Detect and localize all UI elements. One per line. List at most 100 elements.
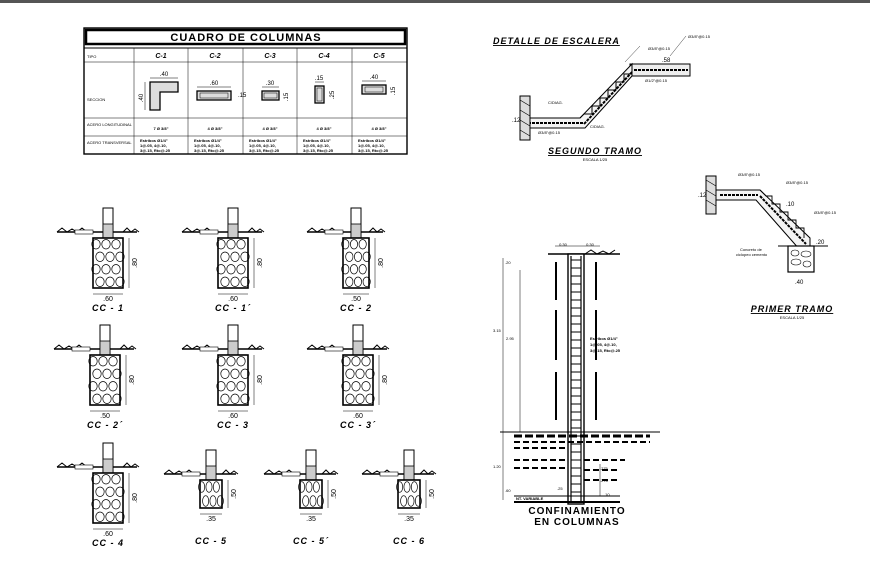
footing-label: CC - 6 bbox=[393, 536, 425, 546]
footing-depth: .80 bbox=[382, 375, 389, 385]
first-flight-title: PRIMER TRAMO bbox=[751, 304, 834, 314]
footing-depth: .80 bbox=[257, 375, 264, 385]
dim: .40 bbox=[139, 93, 145, 102]
footing-width: .35 bbox=[306, 516, 316, 523]
footing-depth: .80 bbox=[378, 258, 385, 268]
footing-label: CC - 5 bbox=[195, 536, 227, 546]
footing-width: .60 bbox=[103, 531, 113, 538]
footing-detail: .50 .80 CC - 2´ bbox=[53, 324, 137, 430]
footing-label: CC - 2 bbox=[340, 303, 372, 313]
dim: 3.15 bbox=[493, 328, 502, 333]
dim: .58 bbox=[662, 58, 671, 64]
trans-steel: Estribos Ø1/4" bbox=[249, 138, 277, 143]
col-header: C-5 bbox=[373, 53, 384, 60]
first-flight-scale: ESCALA 1/25 bbox=[780, 315, 805, 320]
row-label-trans-steel: ACERO TRANSVERSAL bbox=[87, 140, 132, 145]
note: Ø3/8"@0.15 bbox=[538, 130, 561, 135]
table-title: CUADRO DE COLUMNAS bbox=[170, 32, 321, 44]
footing-depth: .50 bbox=[331, 489, 338, 499]
footing-label: CC - 4 bbox=[92, 538, 124, 548]
section-c4: .15 .25 bbox=[314, 76, 336, 104]
stair-first-flight: Ø3/8"@0.15 Ø3/8"@0.15 Ø3/8"@0.15 .12 .10… bbox=[698, 172, 837, 320]
dim: .30 bbox=[266, 81, 275, 87]
dim: 0.30 bbox=[559, 242, 568, 247]
footing-label: CC - 2´ bbox=[87, 420, 123, 430]
col-header: C-1 bbox=[155, 53, 166, 60]
stirrup-note: 1@.05, 4@.10, bbox=[590, 342, 617, 347]
note: Ø1/2"@0.15 bbox=[645, 78, 668, 83]
footing-width: .60 bbox=[228, 413, 238, 420]
footing-depth: .80 bbox=[257, 258, 264, 268]
trans-steel: 1@.05, 4@.10, bbox=[249, 143, 276, 148]
dim: .60 bbox=[505, 488, 511, 493]
section-c1: .40 .40 bbox=[139, 72, 179, 111]
footing-width: .60 bbox=[103, 296, 113, 303]
footing-width: .60 bbox=[353, 413, 363, 420]
footing-depth: .80 bbox=[132, 258, 139, 268]
dim: .40 bbox=[160, 72, 169, 78]
dim: .12 bbox=[512, 118, 521, 124]
stirrups bbox=[571, 259, 581, 493]
table-title-frame bbox=[84, 28, 407, 46]
sheet-top-border bbox=[0, 0, 870, 3]
note: Ø3/8"@0.15 bbox=[738, 172, 761, 177]
trans-steel: 1@.05, 4@.10, bbox=[358, 143, 385, 148]
trans-steel: 3@.15, Rto@.25 bbox=[303, 148, 334, 153]
long-steel: 4 Ø 3/8" bbox=[316, 126, 331, 131]
footing-label: CC - 3´ bbox=[340, 420, 376, 430]
trans-steel: 3@.15, Rto@.25 bbox=[358, 148, 389, 153]
trans-steel: Estribos Ø1/4" bbox=[358, 138, 386, 143]
ground-note: NT. VARIABLE bbox=[516, 496, 544, 501]
trans-steel: 3@.15, Rto@.25 bbox=[140, 148, 171, 153]
dim: .10 bbox=[604, 492, 610, 497]
concrete-note: ciclopeo cemento bbox=[736, 252, 768, 257]
dim: .25 bbox=[557, 486, 563, 491]
footing-width: .35 bbox=[206, 516, 216, 523]
trans-steel: 3@.15, Rto@.25 bbox=[194, 148, 225, 153]
dim: .25 bbox=[330, 90, 336, 99]
row-label-long-steel: ACERO LONGITUDINAL bbox=[87, 122, 133, 127]
trans-steel: 1@.05, 4@.10, bbox=[303, 143, 330, 148]
dim: .15 bbox=[315, 76, 324, 82]
footing-detail: .60 .80 CC - 3´ bbox=[306, 324, 390, 430]
confinement-title: CONFINAMIENTO bbox=[528, 506, 625, 517]
trans-steel: 1@.05, 4@.10, bbox=[194, 143, 221, 148]
long-steel: 7 Ø 3/8" bbox=[153, 126, 168, 131]
concrete-note: Concreto de bbox=[740, 247, 763, 252]
dim: .15 bbox=[391, 86, 397, 95]
footing-label: CC - 1´ bbox=[215, 303, 251, 313]
footing-width: .50 bbox=[100, 413, 110, 420]
note: C/DIAG. bbox=[590, 124, 605, 129]
second-flight-title: SEGUNDO TRAMO bbox=[548, 146, 642, 156]
col-header: C-3 bbox=[264, 53, 275, 60]
footing-depth: .80 bbox=[132, 493, 139, 503]
note: Ø3/8"@0.15 bbox=[688, 34, 711, 39]
dim: 1.20 bbox=[493, 464, 502, 469]
footing-detail: .60 .80 CC - 3 bbox=[181, 324, 265, 430]
trans-steel: 1@.05, 4@.10, bbox=[140, 143, 167, 148]
stair-second-flight: DETALLE DE ESCALERA Ø3/8"@0.15 Ø3/8"@0.1… bbox=[493, 34, 711, 162]
columns-table: CUADRO DE COLUMNAS TIPO SECCION ACERO LO… bbox=[83, 27, 408, 155]
footing-depth: .80 bbox=[129, 375, 136, 385]
dim: .275 bbox=[600, 466, 609, 471]
row-label-type: TIPO bbox=[87, 54, 96, 59]
dim: .40 bbox=[370, 75, 379, 81]
footing-detail: .50 .80 CC - 2 bbox=[306, 207, 386, 313]
dim: .60 bbox=[210, 81, 219, 87]
dim: .20 bbox=[816, 240, 825, 246]
footing-width: .50 bbox=[351, 296, 361, 303]
row-label-section: SECCION bbox=[87, 97, 105, 102]
footing-label: CC - 3 bbox=[217, 420, 249, 430]
trans-steel: Estribos Ø1/4" bbox=[194, 138, 222, 143]
section-c3: .30 .15 bbox=[261, 81, 290, 101]
col-header: C-4 bbox=[318, 53, 329, 60]
footing-depth: .50 bbox=[429, 489, 436, 499]
second-flight-scale: ESCALA 1/25 bbox=[583, 157, 608, 162]
trans-steel: 3@.15, Rto@.25 bbox=[249, 148, 280, 153]
